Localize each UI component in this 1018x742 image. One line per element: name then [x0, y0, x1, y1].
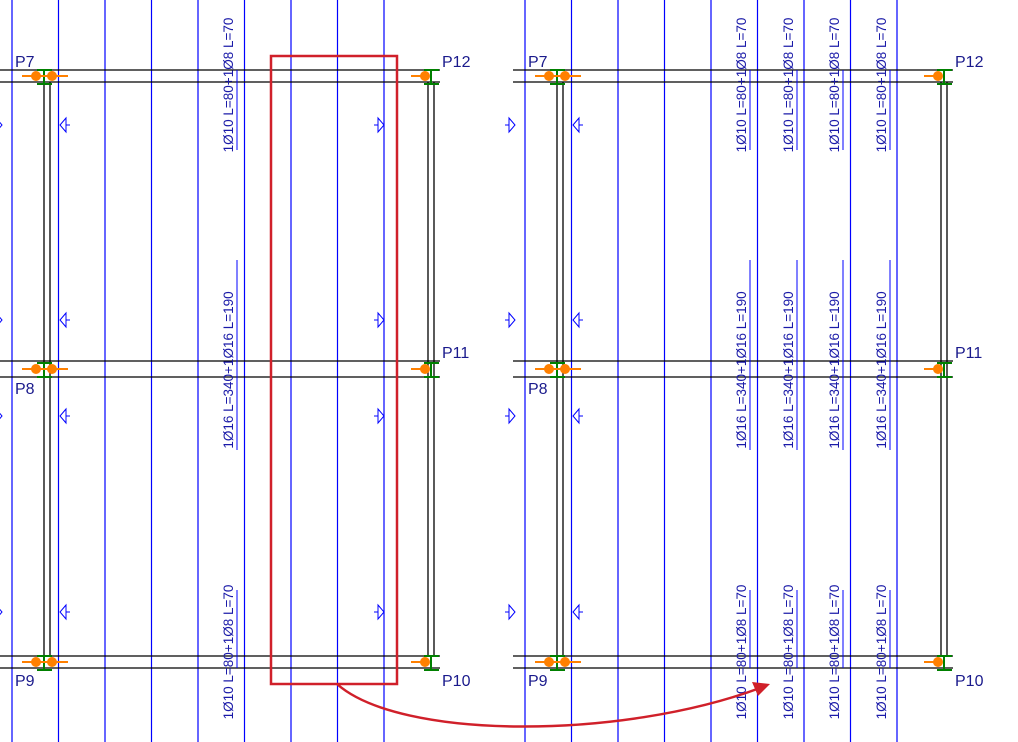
rebar-label: 1Ø16 L=340+1Ø16 L=190: [221, 291, 236, 448]
column-label-P8: P8: [15, 381, 35, 398]
arrow-icon: [374, 407, 385, 425]
column-label-P10: P10: [955, 673, 984, 690]
rebar-label: 1Ø10 L=80+1Ø8 L=70: [781, 18, 796, 153]
support-icon: [560, 657, 570, 667]
support-icon: [420, 364, 430, 374]
support-icon: [933, 657, 943, 667]
arrow-icon: [374, 603, 385, 621]
arrow-icon: [505, 407, 516, 425]
rebar-label: 1Ø10 L=80+1Ø8 L=70: [827, 585, 842, 720]
transfer-arrow: [336, 683, 761, 728]
column-label-P11: P11: [442, 345, 469, 362]
column-label-P9: P9: [15, 673, 35, 690]
arrow-icon: [59, 311, 70, 329]
arrow-icon: [505, 116, 516, 134]
rebar-label: 1Ø10 L=80+1Ø8 L=70: [734, 585, 749, 720]
column-icon: [424, 655, 439, 671]
column-icon: [937, 69, 952, 85]
column-icon: [937, 362, 952, 378]
column-icon: [937, 655, 952, 671]
arrow-icon: [0, 121, 3, 129]
column-icon: [424, 362, 439, 378]
support-icon: [47, 364, 57, 374]
column-label-P9: P9: [528, 673, 548, 690]
support-icon: [420, 71, 430, 81]
rebar-label: 1Ø10 L=80+1Ø8 L=70: [827, 18, 842, 153]
support-icon: [933, 364, 943, 374]
rebar-label: 1Ø16 L=340+1Ø16 L=190: [874, 291, 889, 448]
rebar-label: 1Ø16 L=340+1Ø16 L=190: [781, 291, 796, 448]
column-label-P10: P10: [442, 673, 471, 690]
support-icon: [544, 657, 554, 667]
support-icon: [47, 657, 57, 667]
arrow-icon: [572, 311, 583, 329]
rebar-label: 1Ø10 L=80+1Ø8 L=70: [874, 18, 889, 153]
arrow-icon: [59, 407, 70, 425]
rebar-label: 1Ø10 L=80+1Ø8 L=70: [874, 585, 889, 720]
arrow-icon: [374, 311, 385, 329]
column-icon: [424, 69, 439, 85]
rebar-label: 1Ø10 L=80+1Ø8 L=70: [734, 18, 749, 153]
support-icon: [31, 71, 41, 81]
column-label-P7: P7: [15, 54, 35, 71]
arrowhead-icon: [752, 682, 770, 696]
arrow-icon: [572, 603, 583, 621]
arrow-icon: [505, 311, 516, 329]
rebar-label: 1Ø16 L=340+1Ø16 L=190: [827, 291, 842, 448]
column-label-P7: P7: [528, 54, 548, 71]
arrow-icon: [59, 603, 70, 621]
support-icon: [47, 71, 57, 81]
rebar-label: 1Ø10 L=80+1Ø8 L=70: [221, 585, 236, 720]
highlight-box: [269, 54, 399, 686]
rebar-label: 1Ø10 L=80+1Ø8 L=70: [221, 18, 236, 153]
support-icon: [420, 657, 430, 667]
rebar-label: 1Ø10 L=80+1Ø8 L=70: [781, 585, 796, 720]
support-icon: [31, 364, 41, 374]
arrow-icon: [572, 116, 583, 134]
column-label-P12: P12: [955, 54, 984, 71]
arrow-icon: [0, 608, 3, 616]
arrow-icon: [0, 412, 3, 420]
arrow-icon: [572, 407, 583, 425]
arrow-icon: [0, 316, 3, 324]
column-label-P12: P12: [442, 54, 471, 71]
support-icon: [933, 71, 943, 81]
support-icon: [560, 71, 570, 81]
support-icon: [544, 71, 554, 81]
column-label-P8: P8: [528, 381, 548, 398]
support-icon: [560, 364, 570, 374]
arrow-icon: [505, 603, 516, 621]
arrow-icon: [59, 116, 70, 134]
arrow-icon: [374, 116, 385, 134]
rebar-label: 1Ø16 L=340+1Ø16 L=190: [734, 291, 749, 448]
support-icon: [544, 364, 554, 374]
column-label-P11: P11: [955, 345, 982, 362]
support-icon: [31, 657, 41, 667]
